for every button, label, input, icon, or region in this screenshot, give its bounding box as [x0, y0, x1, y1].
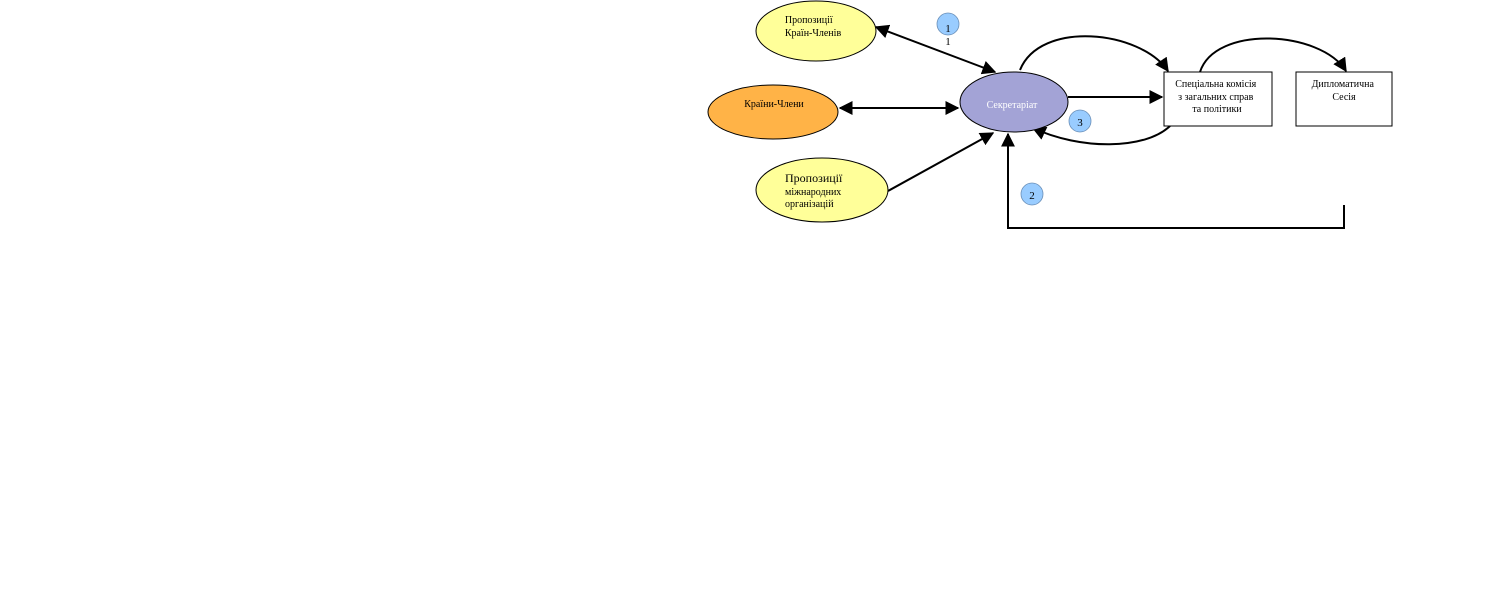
node-member-proposals-label: Пропозиції Країн-Членів — [785, 15, 842, 39]
node-special-commission-shape — [1163, 71, 1273, 127]
node-secretariat-shape — [959, 71, 1069, 133]
edge-commission-session-arc — [1199, 37, 1347, 73]
edge-intl-proposals-secretariat — [887, 132, 995, 192]
node-intl-org-proposals-shape — [755, 157, 889, 223]
edges — [838, 24, 1347, 229]
step-marker-3-circle — [1068, 109, 1092, 133]
node-special-commission: Спеціальна комісія з загальних справ та … — [1163, 71, 1273, 127]
step-marker-2-label: 2 — [1029, 190, 1035, 202]
label-line: Країн-Членів — [785, 28, 842, 39]
node-member-states-shape — [707, 84, 839, 140]
node-diplomatic-session-shape — [1295, 71, 1393, 127]
node-diplomatic-session-label: Дипломатична Сесія — [1312, 79, 1377, 103]
label-line: Секретаріат — [987, 100, 1038, 111]
node-special-commission-label: Спеціальна комісія з загальних справ та … — [1175, 79, 1259, 115]
label-line: Країни-Члени — [744, 99, 804, 110]
edge-commission-secretariat-arc — [1031, 125, 1171, 146]
node-secretariat-label: Секретаріат — [987, 100, 1038, 111]
step-marker-2: 2 — [1020, 182, 1044, 206]
step-marker-2-circle — [1020, 182, 1044, 206]
label-line: Пропозиції — [785, 171, 843, 185]
node-member-states-label: Країни-Члени — [744, 99, 804, 110]
node-secretariat: Секретаріат — [959, 71, 1069, 133]
edge-member-proposals-secretariat — [874, 24, 997, 75]
step-marker-1-circle — [936, 12, 960, 36]
label-line: Сесія — [1332, 92, 1356, 103]
node-diplomatic-session: Дипломатична Сесія — [1295, 71, 1393, 127]
step-marker-3-label: 3 — [1077, 117, 1083, 129]
node-member-proposals: Пропозиції Країн-Членів — [755, 0, 877, 62]
label-line: Спеціальна комісія — [1175, 79, 1256, 90]
label-line: Дипломатична — [1312, 79, 1375, 90]
node-intl-org-proposals-label: Пропозиції міжнародних організацій — [785, 169, 846, 210]
node-intl-org-proposals: Пропозиції міжнародних організацій — [755, 157, 889, 223]
edge-secretariat-commission-arc — [1019, 35, 1169, 73]
step-marker-1-sublabel: 1 — [945, 36, 951, 48]
edge-session-secretariat-elbow — [1001, 132, 1345, 229]
step-marker-1: 1 1 — [936, 12, 960, 48]
label-line: з загальних справ — [1178, 92, 1253, 103]
label-line: та політики — [1192, 104, 1242, 115]
node-member-proposals-shape — [755, 0, 877, 62]
step-marker-3: 3 — [1068, 109, 1092, 133]
node-member-states: Країни-Члени — [707, 84, 839, 140]
label-line: організацій — [785, 199, 834, 210]
step-marker-1-label: 1 — [945, 23, 951, 35]
label-line: міжнародних — [785, 187, 841, 198]
label-line: Пропозиції — [785, 15, 833, 26]
